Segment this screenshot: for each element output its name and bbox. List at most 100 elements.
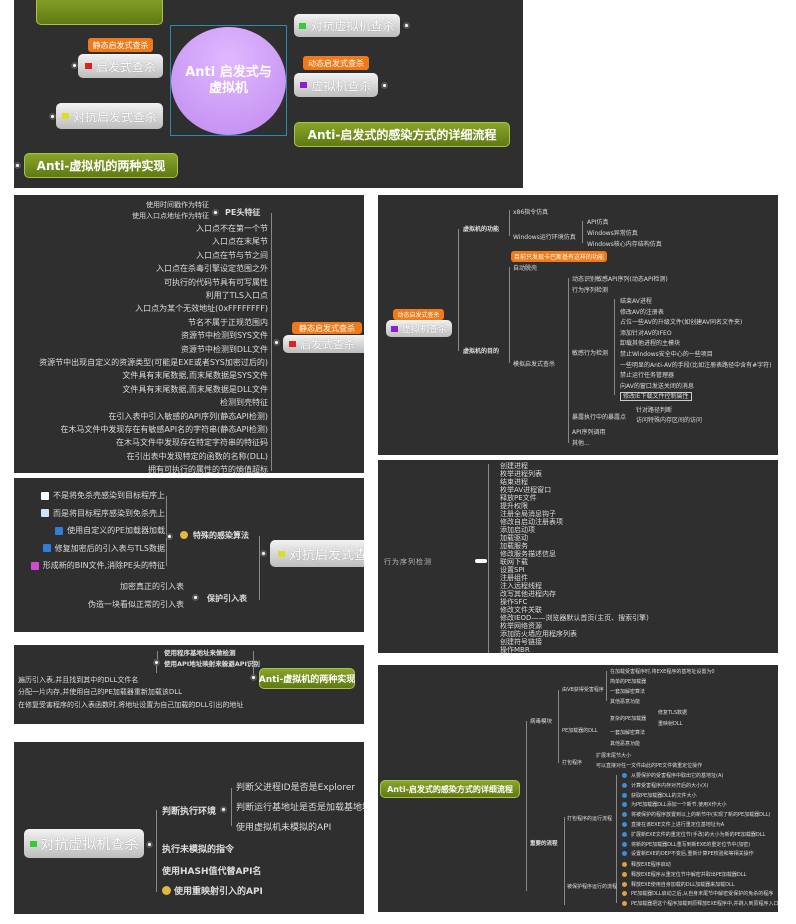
list-item-label: 直接在该EXE文件上进行重定位基地址为A	[631, 822, 725, 828]
list-item-label: 资源节中检测到SYS文件	[180, 331, 268, 341]
node-detail-flow[interactable]: Anti-启发式的感染方式的详细流程	[294, 122, 510, 147]
node-two-impl[interactable]: Anti-虚拟机的两种实现	[259, 668, 355, 689]
behavior-seq-node[interactable]: 行为序列检测	[384, 558, 432, 566]
protect-import-node[interactable]: 保护引入表	[207, 594, 247, 603]
collapse-toggle[interactable]	[250, 674, 257, 681]
node-detail-flow[interactable]: Anti-启发式的感染方式的详细流程	[380, 780, 520, 798]
node-anti-vm[interactable]: 对抗虚拟机查杀	[294, 14, 400, 37]
list-item: 使用程序基地址来做检测	[164, 649, 236, 657]
list-item-label: 入口点在杀毒引擎设定范围之外	[156, 264, 268, 274]
bullet-icon	[41, 509, 49, 517]
collapse-toggle[interactable]	[260, 550, 267, 557]
list-item: 其他恶意功能	[610, 698, 640, 705]
list-item: 判断父进程ID是否是Explorer	[236, 783, 356, 793]
list-item-label: 资源节中检测到DLL文件	[180, 344, 268, 354]
list-item-label: 提升权限	[500, 502, 528, 510]
list-item: 一套加解密算法	[610, 730, 646, 736]
list-item-label: 而是将目标程序感染到免杀壳上	[53, 508, 165, 518]
collapse-toggle[interactable]	[166, 533, 173, 540]
collapse-toggle[interactable]	[220, 806, 227, 813]
smiley-icon	[180, 531, 188, 541]
list-item: 占位一些AV的升级文件(如创建AV同名文件夹)	[620, 317, 742, 326]
vm-panel: 动态启发式查杀 虚拟机查杀 虚拟机的功能 x86指令仿真 Windows运行环境…	[378, 195, 778, 455]
node-vm[interactable]: 虚拟机查杀	[386, 320, 452, 337]
node-heuristic[interactable]: 启发式查杀	[283, 335, 364, 353]
central-topic[interactable]: Anti 启发式与虚拟机	[171, 27, 286, 135]
list-item: 释放EXE程序从重定位节中解密并取出PE加载器DLL	[622, 871, 746, 878]
list-item: PE加载器的DLL	[562, 728, 598, 734]
env-check-node[interactable]: 判断执行环境	[162, 807, 217, 817]
list-item: 卸载其他进程的主模块	[620, 338, 680, 347]
list-item-label: 注册组件	[500, 574, 528, 582]
collapse-toggle[interactable]	[381, 82, 388, 89]
list-item: 添加针对AV的IFEO	[620, 328, 672, 337]
node-anti-vm[interactable]: 对抗虚拟机查杀	[24, 829, 144, 858]
list-item: 执行未模拟的指令	[162, 845, 235, 855]
bullet-icon	[622, 831, 627, 837]
list-item: 设置新EXE的OEP不变后,重新计算PE校验和等相关操作	[622, 850, 754, 857]
list-item: PE加载器把这个程序加载到原释放EXE程序中,并跳入到原程序入口点执行	[622, 900, 778, 907]
list-item-label: 联网下载	[500, 558, 528, 566]
node-heuristic[interactable]: 启发式查杀	[78, 54, 163, 78]
two-impl-panel: 使用程序基地址来做检测 使用API地址映射来躲避API识别 Anti-虚拟机的两…	[14, 645, 364, 724]
list-item-label: 为PE加载器DLL添加一个新节,使用X作大小	[631, 802, 727, 809]
list-item: 加载驱动	[500, 533, 528, 543]
node-anti-heuristic[interactable]: 对抗启发式查	[270, 540, 364, 567]
pe-sub-item: 使用入口点地址作为特征	[132, 212, 209, 220]
collapse-toggle[interactable]	[49, 113, 56, 120]
list-item-label: 形成新的BIN文件,消除PE头的特征	[42, 561, 165, 570]
list-item-label: 在引入表中引入敏感的API序列(静态API检测)	[108, 411, 268, 421]
purple-flag-icon	[300, 82, 308, 88]
collapse-toggle[interactable]	[71, 62, 78, 69]
bullet-icon	[622, 782, 627, 788]
node-label: 对抗虚拟机查杀	[40, 836, 139, 853]
selection-box	[170, 25, 287, 136]
list-item: 形成新的BIN文件,消除PE头的特征	[30, 560, 165, 571]
partial-top-node[interactable]	[36, 0, 163, 25]
yellow-flag-icon	[61, 113, 69, 119]
list-item: 将新的PE加载器DLL重写到新EXE的重定位节中(加密)	[622, 841, 750, 848]
collapse-toggle[interactable]	[192, 594, 199, 601]
note-callout: 目前只发现卡巴斯基有这样的功能	[511, 251, 607, 262]
process-node[interactable]: 重要的流程	[530, 841, 558, 847]
list-item: 入口点在杀毒引擎设定范围之外	[156, 263, 268, 274]
list-item: 释放EXE使用自身加载的DLL加载器来加载DLL	[622, 881, 735, 888]
vm-purpose-node[interactable]: 虚拟机的目的	[463, 348, 500, 355]
green-flag-icon	[299, 22, 307, 29]
bullet-icon	[30, 561, 39, 570]
list-item: 一些明显的Anti-AV的手段(比如注册表路径中含有#字符)	[620, 360, 772, 369]
list-item-label: 加载驱动	[500, 534, 528, 542]
node-two-impl[interactable]: Anti-虚拟机的两种实现	[24, 153, 178, 178]
list-item: 伪造一块看似正常的引入表	[88, 600, 184, 609]
list-item: 利用了TLS入口点	[206, 290, 268, 301]
node-anti-heuristic[interactable]: 对抗启发式查杀	[56, 103, 163, 129]
collapse-toggle[interactable]	[273, 339, 280, 346]
collapse-toggle[interactable]	[146, 841, 153, 848]
list-item: 枚举AV进程窗口	[500, 485, 551, 495]
virus-module-node[interactable]: 病毒模块	[530, 719, 553, 725]
list-item: 可以直接对任一文件由此的PE文件做重定位操作	[596, 763, 703, 769]
bullet-icon	[622, 822, 627, 827]
vm-function-node[interactable]: 虚拟机的功能	[463, 226, 500, 233]
special-infection-node[interactable]: 特殊的感染算法	[193, 531, 249, 540]
pe-header-node[interactable]: PE头特征	[225, 208, 261, 217]
collapse-toggle[interactable]	[475, 559, 487, 563]
list-item-label: 设置新EXE的OEP不变后,重新计算PE校验和等相关操作	[631, 851, 754, 858]
list-item: 拥有可执行的属性的节的熵值超标	[148, 464, 268, 473]
list-item: 直接在该EXE文件上进行重定位基地址为A	[622, 821, 724, 828]
list-item-label: 修改AV的注册表	[620, 308, 664, 316]
list-item: 枚举网络资源	[500, 621, 542, 631]
list-item: 在引入表中引入敏感的API序列(静态API检测)	[108, 411, 268, 422]
list-item-label: 文件具有末尾数据,而末尾数据是SYS文件	[122, 371, 268, 381]
collapse-toggle[interactable]	[403, 22, 410, 29]
list-item-label: 占位一些AV的升级文件(如创建AV同名文件夹)	[620, 319, 743, 327]
node-vm[interactable]: 虚拟机查杀	[294, 73, 378, 97]
list-item: 复杂的PE加载器	[610, 716, 647, 722]
list-item: 修改IEOD——浏览器默认首页(主页、搜索引擎)	[500, 613, 649, 623]
node-label: 对抗虚拟机查杀	[310, 19, 395, 33]
collapse-toggle[interactable]	[212, 209, 219, 216]
collapse-toggle[interactable]	[14, 162, 21, 169]
list-item: 打包程序的运行流程	[567, 816, 613, 822]
list-item: 敏感行为检测	[572, 350, 609, 357]
list-item-label: 其他恶意功能	[610, 699, 641, 705]
